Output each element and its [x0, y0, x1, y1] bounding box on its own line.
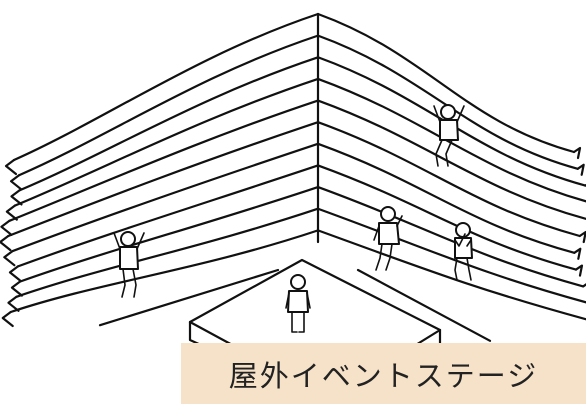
- person-cheering-left: [113, 231, 145, 298]
- person-on-stage: [285, 274, 311, 333]
- tiered-seating-corner-edges: [98, 12, 492, 342]
- tiered-seating-right-wing: [316, 12, 586, 321]
- caption-label-box: 屋外イベントステージ: [181, 343, 586, 404]
- tiered-seating-left-wing: [0, 12, 320, 328]
- person-cheering-top-right: [433, 104, 465, 167]
- person-standing-center-right: [373, 206, 403, 271]
- caption-text: 屋外イベントステージ: [228, 358, 539, 393]
- person-sitting-right: [454, 222, 473, 281]
